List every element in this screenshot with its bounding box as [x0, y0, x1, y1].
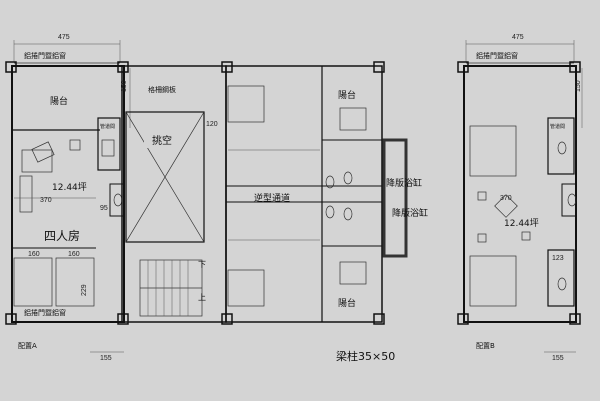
middle-corridor: 逆型通道: [254, 192, 290, 204]
plan-a-balcony: 陽台: [50, 95, 68, 107]
plan-a-window-note: 鋁捲門暨鋁窗: [24, 51, 66, 60]
middle-beam-note: 梁柱35×50: [336, 349, 395, 363]
plan-b-dim-123: 123: [552, 255, 564, 262]
plan-b-dim-475: 475: [512, 34, 524, 41]
middle-dim-120: 120: [206, 121, 218, 128]
middle-stair-down: 下: [198, 260, 206, 269]
middle-floor-note: 格柵鋼板: [148, 85, 176, 94]
plan-b-pipe-label: 管道間: [550, 123, 565, 130]
plan-a-dim-150: 150: [121, 80, 128, 92]
plan-a-dim-229: 229: [81, 284, 88, 296]
middle-balcony-bottom: 陽台: [338, 297, 356, 309]
plan-b-dim-155: 155: [552, 355, 564, 362]
stair-treads: [147, 260, 189, 316]
plan-a-dim-95: 95: [100, 205, 108, 212]
plan-b-dim-150: 150: [575, 80, 582, 92]
plan-a-window-note-bottom: 鋁捲門暨鋁窗: [24, 308, 66, 317]
plan-b-dim-370: 370: [500, 195, 512, 202]
plan-b-area: 12.44坪: [504, 218, 539, 229]
middle-stair-up: 上: [198, 293, 206, 302]
plan-a-dim-370: 370: [40, 197, 52, 204]
plan-middle: 格柵鋼板 挑空 120 下 上 逆型通道: [121, 61, 428, 363]
plan-b: 475 鋁捲門暨鋁窗 150 管道間 123 12.44坪 370 155: [457, 34, 583, 362]
middle-balcony-top: 陽台: [338, 89, 356, 101]
plan-a-dim-155: 155: [100, 355, 112, 362]
plan-a-caption: 配置A: [18, 342, 37, 350]
plan-b-window-note: 鋁捲門暨鋁窗: [476, 51, 518, 60]
plan-a-area: 12.44坪: [52, 182, 87, 193]
plan-a-dim-160-a: 160: [28, 251, 40, 258]
plan-a-room-name: 四人房: [44, 228, 80, 243]
middle-void: 挑空: [152, 134, 172, 147]
plan-a: 475 鋁捲門暨鋁窗 陽台 150 管道間 95 12.44坪 370 四人房: [5, 34, 131, 362]
plan-a-dim-475: 475: [58, 34, 70, 41]
plan-a-dim-160-b: 160: [68, 251, 80, 258]
plan-b-caption: 配置B: [476, 342, 495, 350]
middle-bath-top: 降版浴缸: [386, 177, 422, 189]
middle-bath-bottom: 降版浴缸: [392, 207, 428, 219]
plan-a-pipe-label: 管道間: [100, 123, 115, 130]
